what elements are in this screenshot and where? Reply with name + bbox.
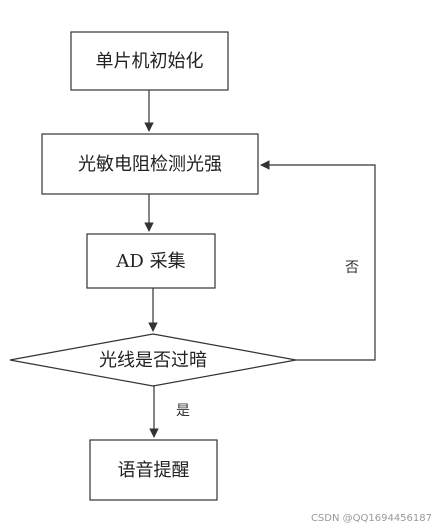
- edge-label-yes: 是: [176, 403, 190, 419]
- decision-diamond: [9, 333, 297, 387]
- alert-box: [89, 439, 218, 501]
- arrow-decision-no-loop: [260, 160, 376, 361]
- detect-label: 光敏电阻检测光强: [78, 154, 222, 175]
- decision-label: 光线是否过暗: [99, 350, 207, 371]
- edge-label-no: 否: [345, 260, 359, 276]
- adc-label: AD 采集: [115, 251, 185, 272]
- watermark-text: CSDN @QQ1694456187: [311, 513, 432, 524]
- adc-box: [86, 233, 216, 289]
- init-label: 单片机初始化: [96, 51, 204, 72]
- alert-label: 语音提醒: [118, 460, 190, 481]
- detect-box: [41, 133, 259, 195]
- init-box: [70, 31, 229, 91]
